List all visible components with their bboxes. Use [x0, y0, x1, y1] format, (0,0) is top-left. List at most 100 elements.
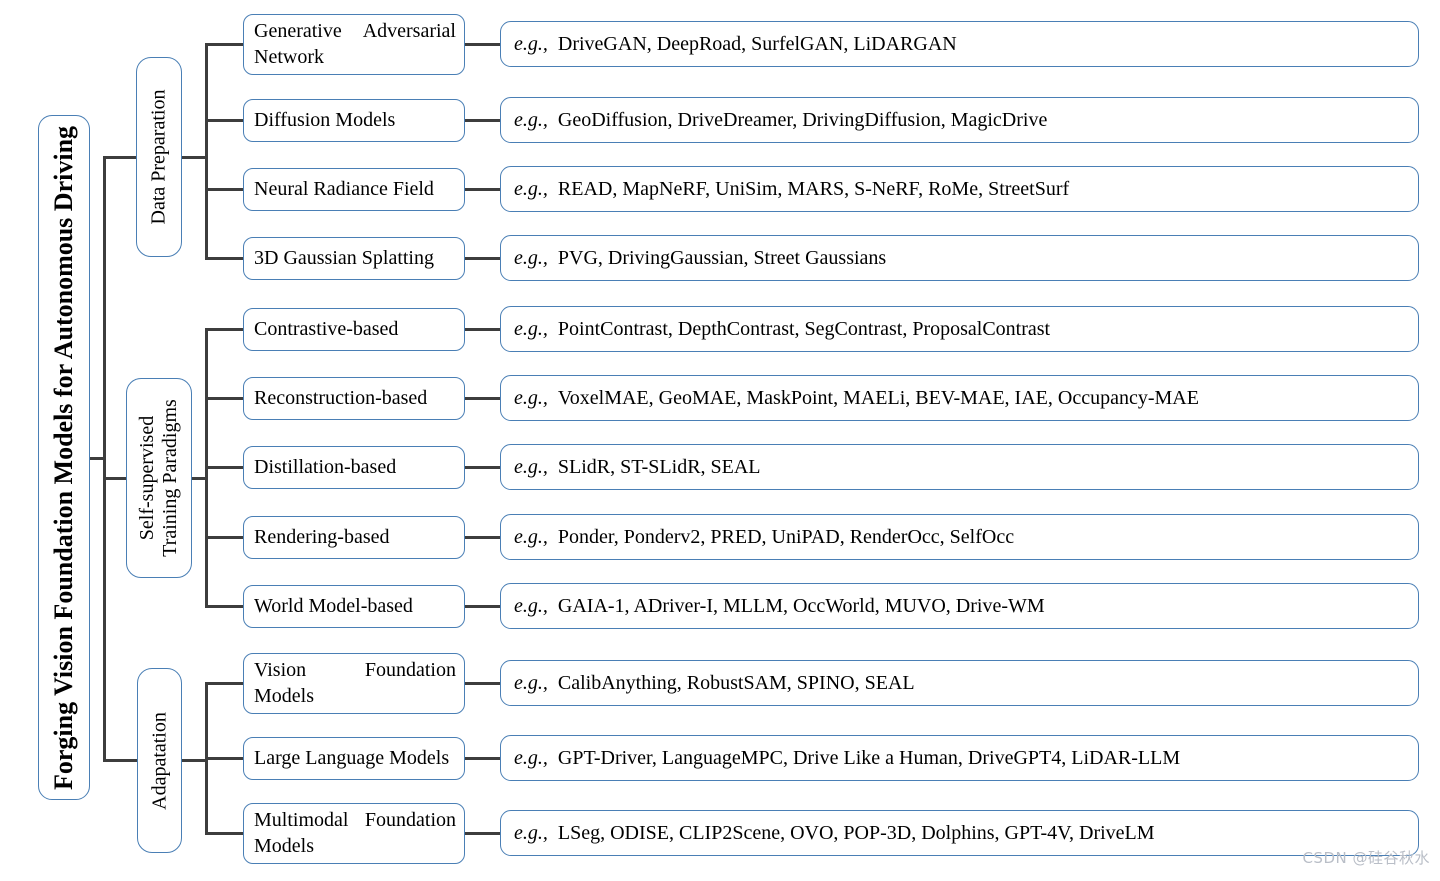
examples-node: e.g., GAIA-1, ADriver-I, MLLM, OccWorld, …	[500, 583, 1419, 629]
examples-node: e.g.,LSeg, ODISE, CLIP2Scene, OVO, POP-3…	[500, 810, 1419, 856]
category-node: Multimodal Foundation Models	[243, 802, 465, 864]
eg-prefix: e.g.,	[514, 177, 548, 200]
connector-row-stub	[205, 327, 243, 331]
category-label: Contrastive-based	[254, 318, 399, 340]
examples-label: READ, MapNeRF, UniSim, MARS, S-NeRF, RoM…	[557, 177, 1070, 200]
branch-node-1: Self-supervised Training Paradigms	[126, 378, 192, 578]
connector-row-stub	[205, 831, 243, 835]
category-node: Distillation-based	[243, 445, 465, 489]
connector-example-stub	[465, 535, 500, 539]
category-label: Large Language Models	[254, 747, 450, 769]
connector-root-stub	[90, 456, 106, 460]
examples-label: LSeg, ODISE, CLIP2Scene, OVO, POP-3D, Do…	[557, 821, 1155, 844]
connector-example-stub	[465, 831, 500, 835]
connector-row-stub	[205, 756, 243, 760]
category-label: Diffusion Models	[254, 109, 396, 131]
examples-node: e.g., Ponder, Ponderv2, PRED, UniPAD, Ren…	[500, 514, 1419, 560]
examples-node: e.g., DriveGAN, DeepRoad, SurfelGAN, LiDA…	[500, 21, 1419, 67]
eg-prefix: e.g.,	[514, 317, 548, 340]
connector-example-stub	[465, 42, 500, 46]
branch-node-0: Data Preparation	[136, 57, 182, 257]
eg-prefix: e.g.,	[514, 525, 548, 548]
category-label: Generative Adversarial Network	[254, 20, 456, 68]
examples-label: PointContrast, DepthContrast, SegContras…	[557, 317, 1051, 340]
examples-label: GeoDiffusion, DriveDreamer, DrivingDiffu…	[557, 108, 1048, 131]
examples-label: VoxelMAE, GeoMAE, MaskPoint, MAELi, BEV-…	[557, 386, 1199, 409]
category-label: World Model-based	[254, 595, 413, 617]
connector-branch-left	[103, 155, 136, 159]
eg-prefix: e.g.,	[514, 32, 548, 55]
category-node: Contrastive-based	[243, 307, 465, 351]
branch-node-2: Adapatation	[137, 668, 182, 853]
connector-example-stub	[465, 118, 500, 122]
connector-row-stub	[205, 681, 243, 685]
category-label: Multimodal Foundation Models	[254, 809, 456, 857]
category-node: Reconstruction-based	[243, 376, 465, 420]
connector-example-stub	[465, 681, 500, 685]
examples-label: PVG, DrivingGaussian, Street Gaussians	[557, 246, 887, 269]
category-label: Rendering-based	[254, 526, 390, 548]
category-node: 3D Gaussian Splatting	[243, 236, 465, 280]
root-label: Forging Vision Foundation Models for Aut…	[49, 125, 78, 790]
connector-example-stub	[465, 604, 500, 608]
category-label: Vision Foundation Models	[254, 659, 456, 707]
examples-node: e.g., CalibAnything, RobustSAM, SPINO, SE…	[500, 660, 1419, 706]
category-node: Rendering-based	[243, 515, 465, 559]
connector-row-stub	[205, 396, 243, 400]
eg-prefix: e.g.,	[514, 671, 548, 694]
examples-label: CalibAnything, RobustSAM, SPINO, SEAL	[557, 671, 915, 694]
eg-prefix: e.g.,	[514, 455, 548, 478]
connector-branch-right	[182, 759, 208, 762]
connector-example-stub	[465, 256, 500, 260]
connector-row-stub	[205, 604, 243, 608]
category-node: Neural Radiance Field	[243, 167, 465, 211]
examples-label: GPT-Driver, LanguageMPC, Drive Like a Hu…	[557, 746, 1181, 769]
category-node: Vision Foundation Models	[243, 652, 465, 714]
category-label: Reconstruction-based	[254, 387, 428, 409]
connector-example-stub	[465, 756, 500, 760]
category-label: Neural Radiance Field	[254, 178, 434, 200]
connector-example-stub	[465, 396, 500, 400]
examples-node: e.g., VoxelMAE, GeoMAE, MaskPoint, MAELi,…	[500, 375, 1419, 421]
examples-label: SLidR, ST-SLidR, SEAL	[557, 455, 761, 478]
connector-example-stub	[465, 465, 500, 469]
connector-branch-left	[103, 759, 137, 762]
branch-label: Adapatation	[148, 711, 170, 810]
connector-example-stub	[465, 327, 500, 331]
branch-label: Data Preparation	[147, 89, 170, 225]
connector-branch-right	[182, 155, 208, 159]
examples-node: e.g., GPT-Driver, LanguageMPC, Drive Like…	[500, 735, 1419, 781]
examples-node: e.g., PVG, DrivingGaussian, Street Gaussi…	[500, 235, 1419, 281]
category-node: Generative Adversarial Network	[243, 13, 465, 75]
category-label: Distillation-based	[254, 456, 397, 478]
connector-branch-left	[103, 476, 126, 480]
branch-label: Self-supervised Training Paradigms	[136, 399, 181, 557]
examples-node: e.g., PointContrast, DepthContrast, SegCo…	[500, 306, 1419, 352]
connector-row-stub	[205, 42, 243, 46]
watermark: CSDN @硅谷秋水	[1302, 849, 1430, 867]
eg-prefix: e.g.,	[514, 386, 548, 409]
eg-prefix: e.g.,	[514, 246, 548, 269]
connector-row-stub	[205, 256, 243, 260]
category-node: Large Language Models	[243, 736, 465, 780]
connector-row-stub	[205, 535, 243, 539]
connector-row-stub	[205, 465, 243, 469]
connector-row-stub	[205, 187, 243, 191]
examples-node: e.g., SLidR, ST-SLidR, SEAL	[500, 444, 1419, 490]
root-node: Forging Vision Foundation Models for Aut…	[38, 115, 90, 800]
examples-label: DriveGAN, DeepRoad, SurfelGAN, LiDARGAN	[557, 32, 957, 55]
examples-node: e.g., GeoDiffusion, DriveDreamer, Driving…	[500, 97, 1419, 143]
examples-node: e.g., READ, MapNeRF, UniSim, MARS, S-NeRF…	[500, 166, 1419, 212]
category-node: Diffusion Models	[243, 98, 465, 142]
connector-row-stub	[205, 118, 243, 122]
examples-label: GAIA-1, ADriver-I, MLLM, OccWorld, MUVO,…	[557, 594, 1045, 617]
connector-trunk	[103, 155, 106, 762]
eg-prefix: e.g.,	[514, 594, 548, 617]
examples-label: Ponder, Ponderv2, PRED, UniPAD, RenderOc…	[557, 525, 1015, 548]
eg-prefix: e.g.,	[514, 746, 548, 769]
connector-group-trunk	[205, 42, 208, 260]
connector-example-stub	[465, 187, 500, 191]
eg-prefix: e.g.,	[514, 108, 548, 131]
connector-branch-right	[192, 476, 208, 480]
